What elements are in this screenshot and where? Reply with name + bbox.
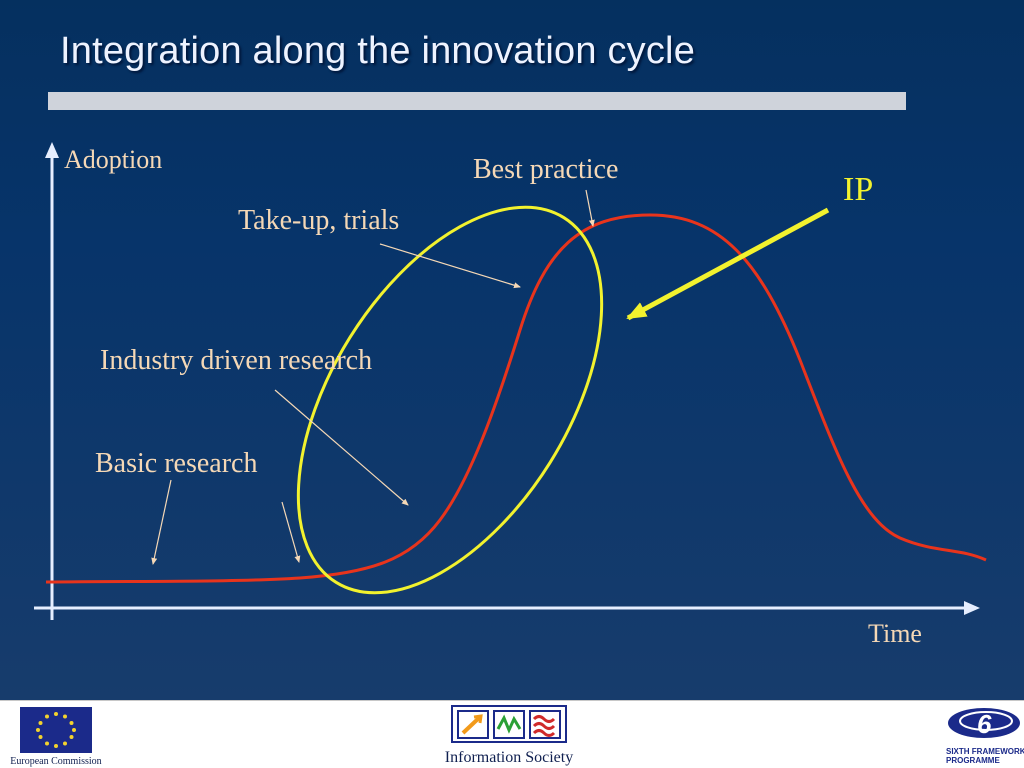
european-commission-logo: European Commission — [2, 703, 110, 767]
pointer-basic-research-right — [281, 501, 301, 563]
label-industry-driven-research: Industry driven research — [100, 345, 372, 376]
title-underline-bar — [48, 92, 906, 110]
fp6-caption-line1: SIXTH FRAMEWORK — [946, 747, 1024, 756]
pointer-basic-research-left — [151, 479, 172, 565]
x-axis-arrowhead — [964, 601, 980, 615]
fp6-caption-line2: PROGRAMME — [946, 756, 1000, 765]
y-axis-arrowhead — [45, 142, 59, 158]
slide-title: Integration along the innovation cycle — [60, 30, 696, 72]
ip-arrow — [626, 207, 830, 321]
label-take-up-trials: Take-up, trials — [238, 205, 399, 236]
pointer-industry-driven-research — [274, 389, 409, 506]
ip-label: IP — [843, 171, 873, 208]
pointer-best-practice — [585, 189, 595, 227]
fp6-caption: SIXTH FRAMEWORK PROGRAMME — [946, 747, 1024, 765]
footer-logo-strip: European Commission Information Society … — [0, 700, 1024, 768]
label-best-practice: Best practice — [473, 154, 618, 185]
fp6-icon: 6 — [948, 708, 1020, 739]
european-commission-caption: European Commission — [10, 756, 102, 767]
innovation-cycle-diagram: Adoption Time IP Best practice Take-up, … — [34, 142, 987, 648]
eu-flag-icon — [20, 707, 92, 753]
integration-ellipse — [296, 205, 604, 595]
fp6-number: 6 — [977, 709, 992, 739]
sixth-framework-logo: 6 SIXTH FRAMEWORK PROGRAMME — [944, 703, 1024, 767]
label-basic-research: Basic research — [95, 448, 257, 479]
information-society-caption: Information Society — [444, 749, 574, 766]
information-society-logo: Information Society — [432, 703, 586, 767]
adoption-curve — [45, 213, 987, 584]
x-axis-label: Time — [868, 619, 922, 648]
information-society-icon — [451, 705, 567, 743]
pointer-take-up-trials — [379, 243, 521, 289]
slide-background: Integration along the innovation cycle A… — [0, 0, 1024, 700]
y-axis-label: Adoption — [64, 145, 162, 174]
